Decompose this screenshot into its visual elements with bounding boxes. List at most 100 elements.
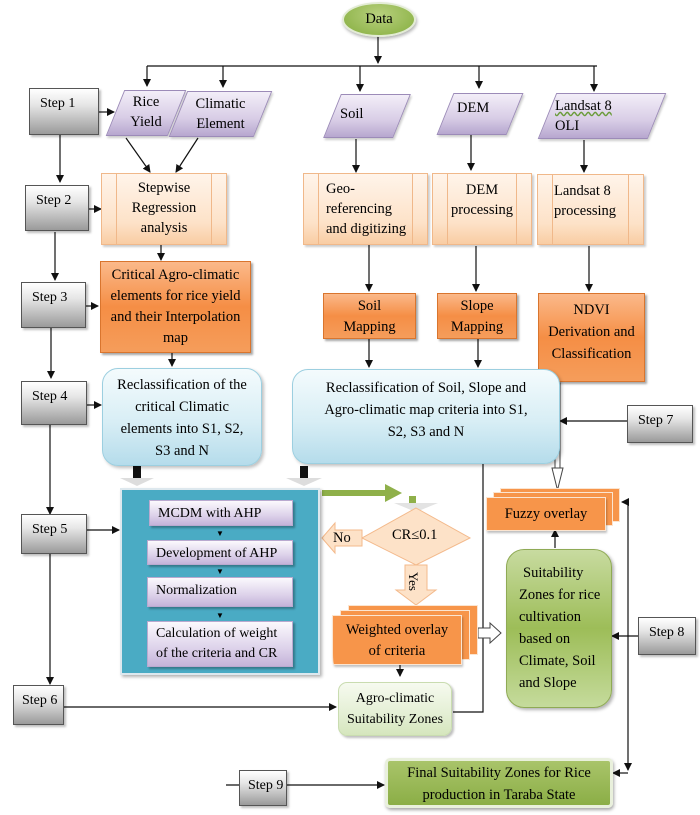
landsat-proc-line1: Landsat 8 [554,183,611,199]
critical-elements-box: Critical Agro-climatic elements for rice… [100,261,251,353]
mcdm-item-4: Calculation of weight of the criteria an… [147,621,293,667]
mcdm-down-arrow-3: ▼ [216,611,224,620]
slope-map-line1: Slope [460,298,494,314]
reclass-climatic-line4: S3 and N [155,443,209,459]
mcdm-item-3: Normalization [147,577,293,607]
reclass-climatic-line3: elements into S1, S2, [120,421,244,437]
reclass-soil-slope-box: Reclassification of Soil, Slope and Agro… [292,369,560,464]
fuzzy-label: Fuzzy overlay [504,506,588,522]
agro-climatic-zones-box: Agro-climatic Suitability Zones [338,682,452,736]
step-7-box: Step 7 [627,405,693,443]
soil-map-line1: Soil [357,298,382,314]
weighted-line1: Weighted overlay [345,622,449,638]
regression-line3: analysis [140,220,188,236]
data-start-node: Data [342,2,416,37]
suit-line2: Zones for rice [519,587,601,603]
dem-proc-line2: processing [450,202,513,218]
input-dem: DEM [436,93,524,135]
reclass-soil-line1: Reclassification of Soil, Slope and [325,380,527,396]
step-6-label: Step 6 [22,693,58,708]
georeferencing-box: Geo- referencing and digitizing [303,173,428,245]
mcdm-down-arrow-1: ▼ [216,529,224,538]
landsat-line1: Landsat 8 [555,98,612,114]
input-soil: Soil [323,94,411,138]
mcdm-item-2: Development of AHP [147,540,293,565]
soil-map-line2: Mapping [343,319,396,335]
landsat-proc-line2: processing [554,203,617,219]
step-9-label: Step 9 [248,778,284,793]
mcdm-item-4-line1: Calculation of weight [156,626,278,641]
dem-label: DEM [457,100,490,116]
critical-line4: map [163,330,188,346]
ndvi-line3: Classification [551,346,632,362]
step-4-label: Step 4 [32,389,68,404]
agro-line1: Agro-climatic [355,691,435,706]
fuzzy-overlay-box: Fuzzy overlay [486,497,606,531]
suit-line4: based on [519,631,571,647]
suitability-zones-box: Suitability Zones for rice cultivation b… [506,549,612,708]
agro-line2: Suitability Zones [346,712,444,727]
step-4-box: Step 4 [21,381,87,425]
reclass-soil-line3: S2, S3 and N [387,424,465,440]
suit-line5: Climate, Soil [519,653,596,669]
step-2-box: Step 2 [25,185,89,231]
final-line2: production in Taraba State [422,787,576,803]
suit-line6: and Slope [519,675,577,691]
weighted-line2: of criteria [368,643,426,659]
fuzzy-overlay-stack: Fuzzy overlay [486,488,622,532]
weighted-overlay-stack: Weighted overlay of criteria [332,605,482,665]
ndvi-line2: Derivation and [548,324,635,340]
step-9-box: Step 9 [239,770,287,806]
critical-line3: and their Interpolation [110,309,241,325]
yes-label: Yes [406,572,421,591]
climatic-line1: Climatic [195,96,246,112]
final-suitability-box: Final Suitability Zones for Rice product… [385,758,613,808]
step-5-box: Step 5 [21,514,87,554]
suit-line1: Suitability [523,565,584,581]
geo-line2: referencing [326,201,393,217]
mcdm-item-2-label: Development of AHP [156,546,278,561]
soil-label: Soil [340,106,364,122]
mcdm-down-arrow-2: ▼ [216,567,224,576]
reclass-climatic-line1: Reclassification of the [117,377,247,393]
rice-yield-line1: Rice [132,94,160,110]
step-6-box: Step 6 [13,685,64,725]
step-1-box: Step 1 [29,88,99,135]
step-2-label: Step 2 [36,193,72,208]
input-rice-yield: Rice Yield [105,90,187,136]
green-arrow [322,484,438,512]
rice-yield-line2: Yield [130,114,162,130]
dem-processing-box: DEM processing [432,173,532,245]
ndvi-box: NDVI Derivation and Classification [538,293,645,382]
critical-line1: Critical Agro-climatic [111,267,240,283]
ndvi-line1: NDVI [573,302,610,318]
landsat-processing-box: Landsat 8 processing [537,174,644,245]
slope-mapping-box: Slope Mapping [437,293,517,339]
step-8-label: Step 8 [649,625,685,640]
step-5-label: Step 5 [32,522,68,537]
landsat-line2: OLI [555,118,580,134]
soil-mapping-box: Soil Mapping [323,293,416,339]
step-8-box: Step 8 [638,617,696,655]
step-3-box: Step 3 [21,282,86,328]
input-landsat: Landsat 8 OLI [537,93,667,139]
regression-line2: Regression [131,200,197,216]
critical-line2: elements for rice yield [110,288,241,304]
step-1-label: Step 1 [40,96,76,111]
data-label: Data [365,11,393,27]
step-3-label: Step 3 [32,290,68,305]
stepwise-regression-box: Stepwise Regression analysis [101,173,227,245]
climatic-line2: Element [196,116,245,132]
block-arrows [120,466,322,486]
step-7-label: Step 7 [638,413,674,428]
dem-proc-line1: DEM [465,182,499,198]
suit-line3: cultivation [519,609,582,625]
regression-line1: Stepwise [137,180,191,196]
weighted-overlay-box: Weighted overlay of criteria [332,615,462,665]
reclass-climatic-line2: critical Climatic [135,399,229,415]
geo-line3: and digitizing [326,221,407,237]
geo-line1: Geo- [326,181,355,197]
input-climatic-element: Climatic Element [168,91,273,137]
slope-map-line2: Mapping [450,319,504,335]
mcdm-item-3-label: Normalization [156,583,237,598]
